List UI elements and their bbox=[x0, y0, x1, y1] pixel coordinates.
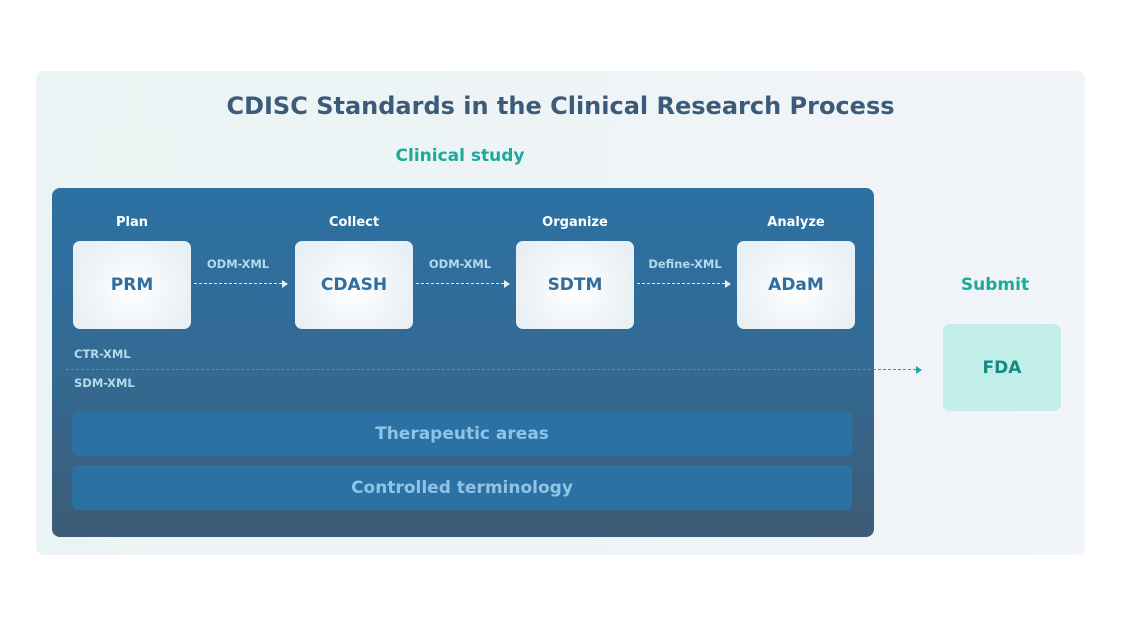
adam-box: ADaM bbox=[737, 241, 855, 329]
ctr-xml-label: CTR-XML bbox=[74, 347, 131, 361]
submission-arrow bbox=[66, 369, 916, 370]
arrow-prm-cdash bbox=[194, 283, 282, 284]
stage-label-organize: Organize bbox=[542, 215, 608, 230]
arrowhead-icon bbox=[916, 366, 922, 374]
arrow-cdash-sdtm bbox=[416, 283, 504, 284]
sdtm-box: SDTM bbox=[516, 241, 634, 329]
clinical-study-label: Clinical study bbox=[395, 146, 525, 166]
transfer-label-odm-2: ODM-XML bbox=[428, 257, 492, 271]
arrowhead-icon bbox=[282, 280, 288, 288]
stage-label-analyze: Analyze bbox=[767, 215, 825, 230]
prm-box: PRM bbox=[73, 241, 191, 329]
arrowhead-icon bbox=[504, 280, 510, 288]
arrow-sdtm-adam bbox=[637, 283, 725, 284]
arrowhead-icon bbox=[725, 280, 731, 288]
transfer-label-odm-1: ODM-XML bbox=[206, 257, 270, 271]
controlled-terminology-bar: Controlled terminology bbox=[72, 465, 852, 510]
cdash-box: CDASH bbox=[295, 241, 413, 329]
transfer-label-define: Define-XML bbox=[648, 257, 722, 271]
sdm-xml-label: SDM-XML bbox=[74, 376, 135, 390]
stage-label-collect: Collect bbox=[328, 215, 380, 230]
fda-box: FDA bbox=[943, 324, 1061, 411]
therapeutic-areas-bar: Therapeutic areas bbox=[72, 411, 852, 456]
diagram-title: CDISC Standards in the Clinical Research… bbox=[226, 92, 895, 120]
submit-label: Submit bbox=[960, 275, 1030, 295]
stage-label-plan: Plan bbox=[115, 215, 148, 230]
